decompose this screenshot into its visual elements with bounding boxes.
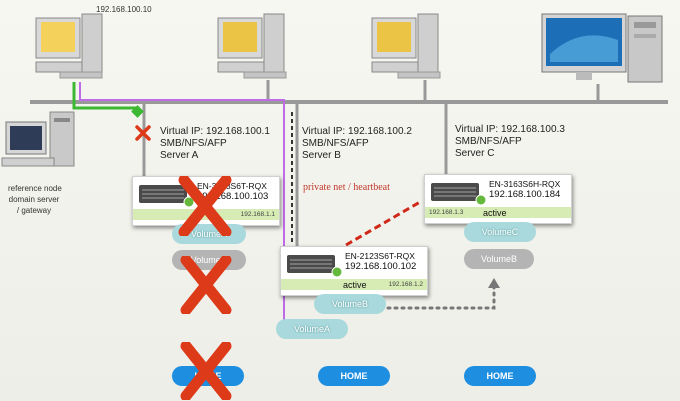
node-b-ip: 192.168.100.102 [345, 261, 417, 272]
nas-server-icon [287, 255, 343, 278]
server-c-protocols: SMB/NFS/AFP [455, 136, 522, 147]
reference-node-line3: / gateway [16, 206, 52, 215]
node-c-volume-b: VolumeB [464, 249, 534, 269]
reference-node-line1: reference node [8, 184, 62, 193]
server-a-vip: Virtual IP: 192.168.100.1 [160, 126, 270, 137]
node-c-state: active [483, 208, 507, 218]
client-computer-icon-1 [35, 13, 103, 79]
server-c-info: Virtual IP: 192.168.100.3 SMB/NFS/AFP Se… [455, 124, 565, 160]
node-a-private-ip: 192.168.1.1 [240, 211, 275, 218]
node-c-card: EN-3163S6H-RQX 192.168.100.184 192.168.1… [424, 174, 572, 224]
nas-server-icon [139, 185, 195, 208]
server-b-name: Server B [302, 150, 341, 161]
reference-node-label: reference node domain server / gateway [8, 183, 62, 216]
nas-server-icon [431, 183, 487, 206]
node-c-volume-c: VolumeC [464, 222, 536, 242]
server-b-vip: Virtual IP: 192.168.100.2 [302, 126, 412, 137]
server-a-info: Virtual IP: 192.168.100.1 SMB/NFS/AFP Se… [160, 126, 270, 162]
node-c-status-bar: 192.168.1.3 active [425, 207, 571, 218]
purple-failover-path [79, 82, 285, 328]
node-b-volume-a: VolumeA [276, 319, 348, 339]
server-a-name: Server A [160, 150, 199, 161]
home-share-b: HOME [318, 366, 390, 386]
node-a-ip: 192.168.100.103 [197, 191, 269, 202]
node-b-status-bar: active 192.168.1.2 [281, 279, 427, 290]
mac-computer-icon [541, 13, 663, 83]
node-b-volume-b: VolumeB [314, 294, 386, 314]
node-a-model: EN-3163S6T-RQX [197, 181, 267, 191]
home-share-c: HOME [464, 366, 536, 386]
node-c-ip: 192.168.100.184 [489, 189, 561, 200]
node-b-model: EN-2123S6T-RQX [345, 251, 415, 261]
failed-volume-x-icon [180, 256, 232, 314]
failed-vip-x-icon [135, 125, 151, 141]
client-computer-icon-3 [371, 13, 441, 79]
reference-node-line2: domain server [8, 195, 60, 204]
failed-home-x-icon [180, 342, 232, 400]
reference-node-computer-icon [1, 111, 75, 167]
client-ip-label: 192.168.100.10 [96, 5, 152, 14]
server-b-protocols: SMB/NFS/AFP [302, 138, 369, 149]
private-net-label: private net / heartbeat [303, 182, 390, 193]
server-c-vip: Virtual IP: 192.168.100.3 [455, 124, 565, 135]
server-b-info: Virtual IP: 192.168.100.2 SMB/NFS/AFP Se… [302, 126, 412, 162]
server-a-protocols: SMB/NFS/AFP [160, 138, 227, 149]
node-b-state: active [343, 280, 367, 290]
node-c-model: EN-3163S6H-RQX [489, 179, 561, 189]
failed-node-x-icon [178, 176, 232, 236]
node-c-private-ip: 192.168.1.3 [429, 209, 464, 216]
client-computer-icon-2 [217, 13, 287, 79]
heartbeat-line [345, 200, 421, 247]
node-b-private-ip: 192.168.1.2 [388, 281, 423, 288]
node-b-card: EN-2123S6T-RQX 192.168.100.102 active 19… [280, 246, 428, 296]
server-c-name: Server C [455, 148, 495, 159]
